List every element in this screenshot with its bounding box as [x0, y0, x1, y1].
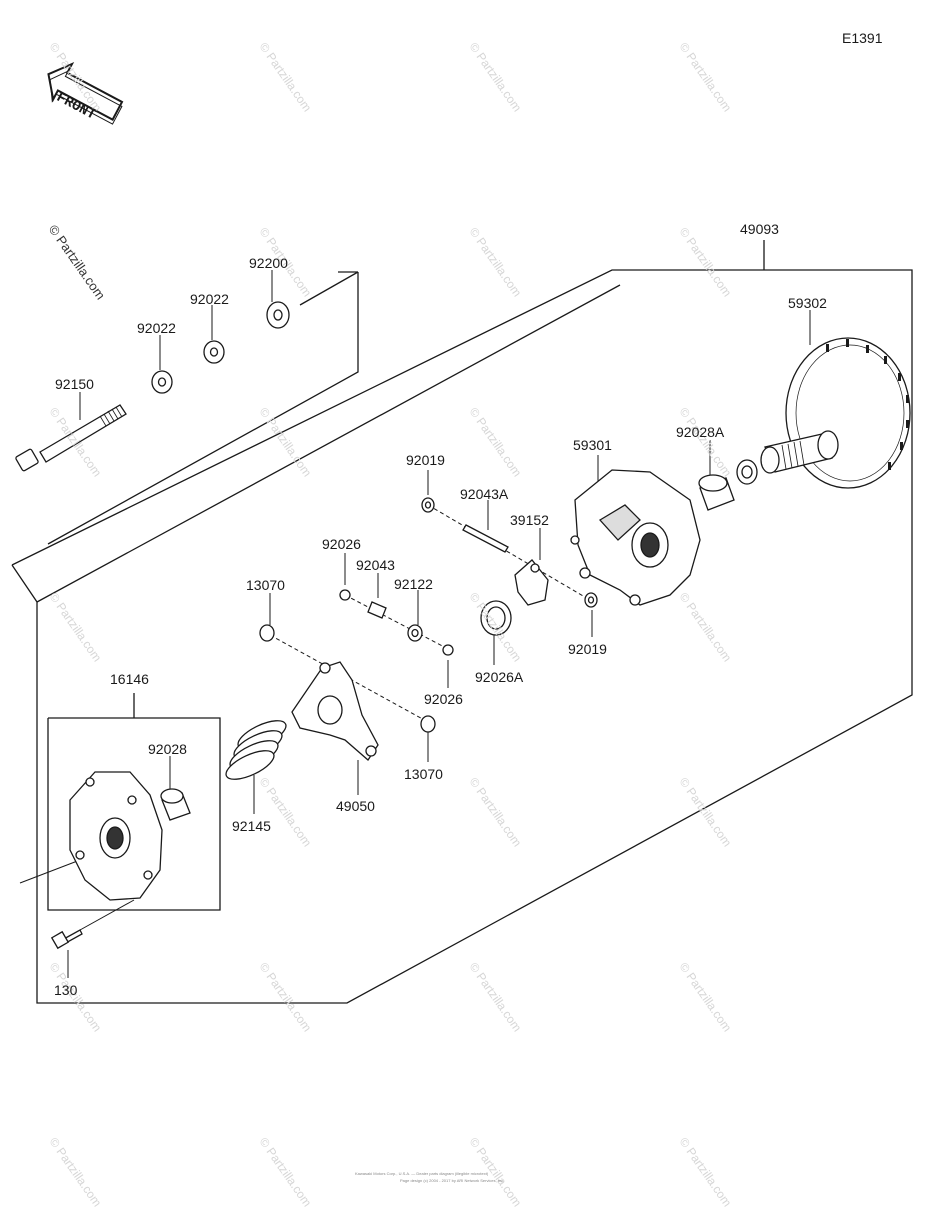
roller-13070b-icon — [420, 715, 436, 733]
washer-92026A-icon — [480, 600, 512, 636]
washer-bracket — [47, 272, 359, 545]
part-label-92022[interactable]: 92022 — [190, 291, 229, 307]
part-label-16146[interactable]: 16146 — [110, 671, 149, 687]
part-label-13070[interactable]: 13070 — [246, 577, 285, 593]
front-arrow-icon — [47, 61, 124, 125]
washer-92022-icon — [203, 340, 225, 364]
subbox-16146 — [47, 717, 221, 911]
bushing-92122-icon — [407, 624, 423, 642]
part-label-92122[interactable]: 92122 — [394, 576, 433, 592]
cover-16146-icon — [69, 771, 163, 901]
pin-92043-icon — [367, 601, 387, 619]
diagram-id: E1391 — [842, 30, 883, 46]
washer-92026b-icon — [442, 644, 454, 656]
part-label-130[interactable]: 130 — [54, 982, 78, 998]
part-label-59302[interactable]: 59302 — [788, 295, 827, 311]
part-label-92150[interactable]: 92150 — [55, 376, 94, 392]
spring-92145-icon — [225, 720, 287, 780]
footer-line-1: Kawasaki Motors Corp., U.S.A. — Dealer p… — [355, 1171, 489, 1176]
washer-bracket-top — [299, 271, 359, 306]
part-label-49050[interactable]: 49050 — [336, 798, 375, 814]
bushing-92028-icon — [160, 788, 191, 821]
footer-line-2: Page design (c) 2004 - 2017 by ARI Netwo… — [400, 1178, 505, 1183]
part-label-92200[interactable]: 92200 — [249, 255, 288, 271]
bushing-92028A-icon — [698, 474, 735, 511]
spider-49050-icon — [291, 661, 379, 761]
part-label-13070[interactable]: 13070 — [404, 766, 443, 782]
part-label-92019[interactable]: 92019 — [568, 641, 607, 657]
pin-92043A-icon — [462, 524, 509, 553]
assembly-49093-inner-line — [36, 284, 621, 603]
washer-92026-icon — [339, 589, 351, 601]
bearing-icon — [736, 459, 758, 485]
weight-39152-icon — [514, 559, 549, 606]
part-label-92022[interactable]: 92022 — [137, 320, 176, 336]
part-label-92043[interactable]: 92043 — [356, 557, 395, 573]
sheave-59302-icon — [760, 337, 911, 489]
nut-92019b-icon — [584, 592, 598, 608]
part-label-49093[interactable]: 49093 — [740, 221, 779, 237]
part-label-39152[interactable]: 39152 — [510, 512, 549, 528]
weight-59301-icon — [570, 469, 701, 606]
part-label-92026A[interactable]: 92026A — [475, 669, 524, 685]
bolt-92150-icon — [15, 404, 127, 472]
nut-92019-icon — [421, 497, 435, 513]
roller-13070-icon — [259, 624, 275, 642]
part-label-92026[interactable]: 92026 — [322, 536, 361, 552]
part-label-92026[interactable]: 92026 — [424, 691, 463, 707]
part-label-92028A[interactable]: 92028A — [676, 424, 725, 440]
part-label-92028[interactable]: 92028 — [148, 741, 187, 757]
part-label-92145[interactable]: 92145 — [232, 818, 271, 834]
part-label-92043A[interactable]: 92043A — [460, 486, 509, 502]
washer-92022b-icon — [151, 370, 173, 394]
part-label-59301[interactable]: 59301 — [573, 437, 612, 453]
washer-92200-icon — [266, 301, 290, 329]
part-label-92019[interactable]: 92019 — [406, 452, 445, 468]
bolt-130-icon — [50, 929, 83, 950]
assembly-49093-outline — [11, 269, 913, 1004]
